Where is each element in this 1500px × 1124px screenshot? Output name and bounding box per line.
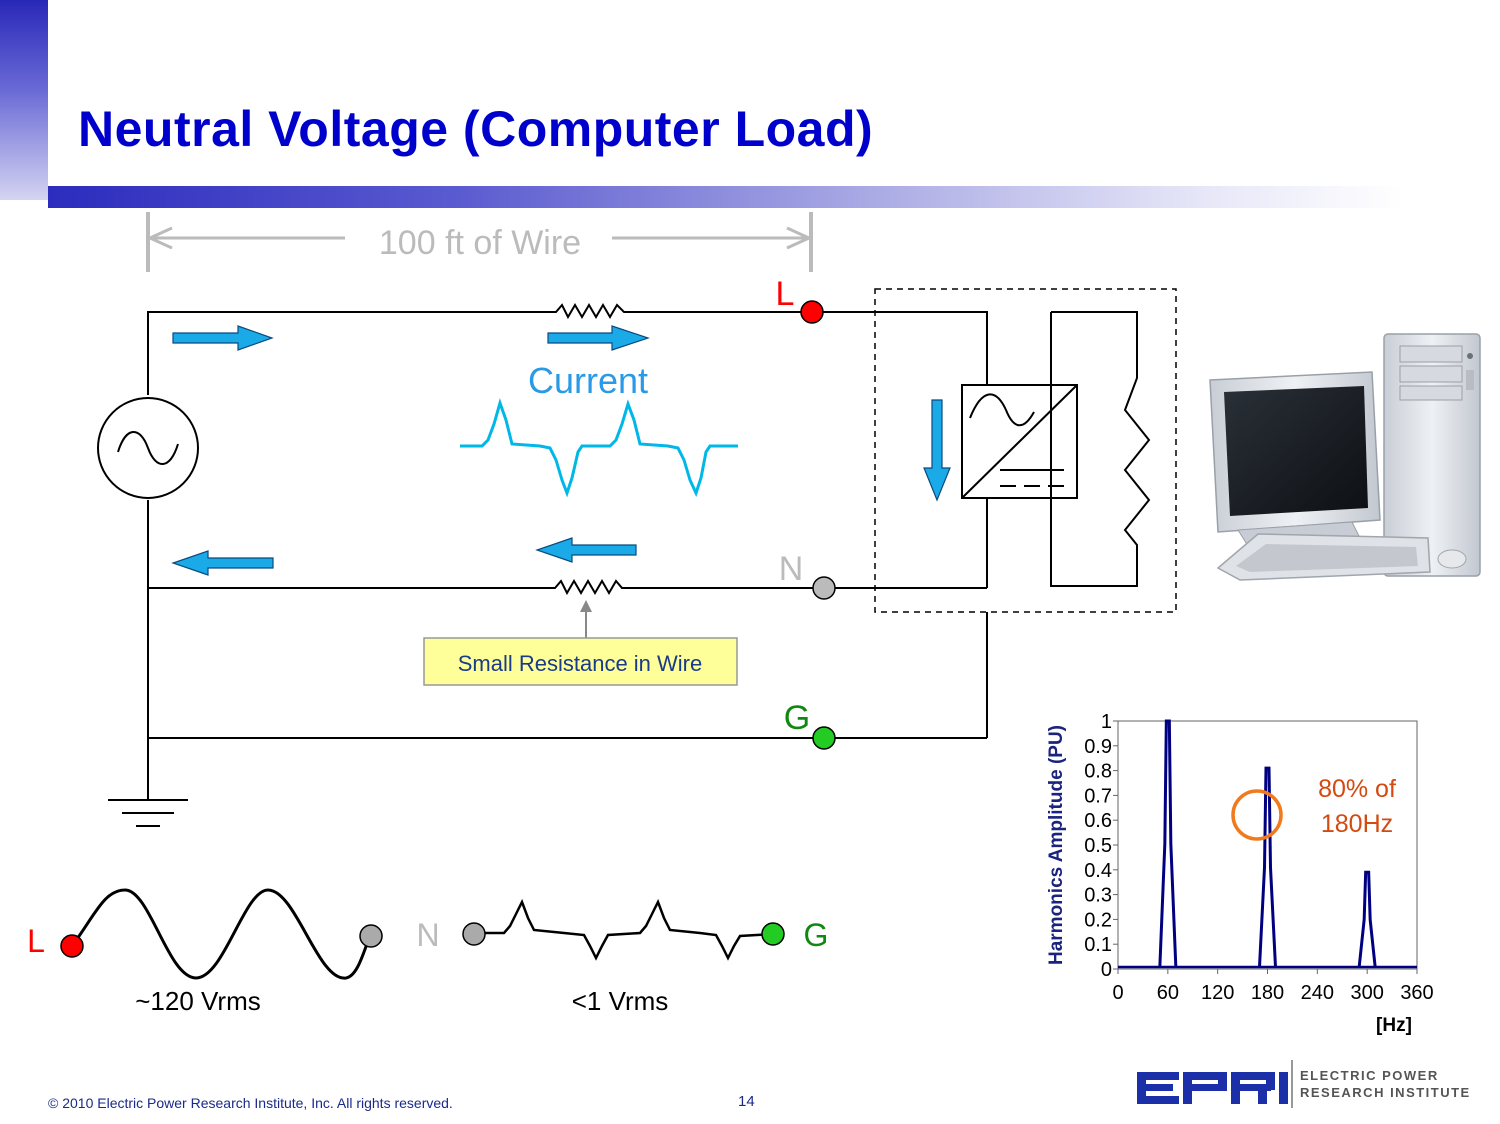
ac-source-icon xyxy=(97,397,199,499)
waveform-node-l-label: L xyxy=(27,923,45,959)
circuit-wires xyxy=(147,311,988,800)
epri-full-name: ELECTRIC POWER RESEARCH INSTITUTE xyxy=(1300,1068,1471,1100)
line-voltage-waveform: L ~120 Vrms xyxy=(27,888,383,1016)
arrow-right-icon xyxy=(172,325,274,351)
slide-title: Neutral Voltage (Computer Load) xyxy=(78,101,874,157)
chart-y-tick-label: 0.7 xyxy=(1084,785,1112,807)
slide-accent-bar xyxy=(0,0,48,200)
svg-text:180Hz: 180Hz xyxy=(1321,810,1393,838)
chart-y-tick-label: 0 xyxy=(1101,959,1112,981)
chart-harmonic-peak xyxy=(1158,719,1178,968)
ground-icon xyxy=(108,799,188,827)
chart-harmonic-peak xyxy=(1357,870,1377,968)
chart-x-tick-label: 360 xyxy=(1400,982,1433,1004)
title-underline xyxy=(48,186,1403,208)
svg-text:L: L xyxy=(776,275,795,313)
wire-length-label: 100 ft of Wire xyxy=(379,224,581,262)
neutral-voltage-waveform: N G <1 Vrms xyxy=(416,898,829,1016)
resistance-callout-text: Small Resistance in Wire xyxy=(458,651,703,676)
chart-x-tick-label: 0 xyxy=(1112,982,1123,1004)
chart-x-tick-label: 300 xyxy=(1350,982,1383,1004)
chart-y-tick-label: 0.4 xyxy=(1084,860,1112,882)
neutral-voltage-label: <1 Vrms xyxy=(572,986,669,1016)
chart-x-tick-label: 120 xyxy=(1201,982,1234,1004)
current-label: Current xyxy=(528,360,648,401)
resistor-icon xyxy=(545,303,640,320)
svg-text:N: N xyxy=(779,550,804,588)
node-n: N xyxy=(779,550,836,600)
chart-y-tick-label: 0.3 xyxy=(1084,885,1112,907)
arrow-down-icon xyxy=(923,399,951,502)
chart-y-tick-label: 0.5 xyxy=(1084,835,1112,857)
current-waveform xyxy=(460,398,738,498)
line-voltage-label: ~120 Vrms xyxy=(135,986,260,1016)
node-g: G xyxy=(784,699,836,750)
page-number: 14 xyxy=(738,1093,755,1110)
chart-y-tick-label: 1 xyxy=(1101,711,1112,733)
chart-y-tick-label: 0.9 xyxy=(1084,736,1112,758)
svg-text:80% of: 80% of xyxy=(1318,775,1396,803)
svg-text:G: G xyxy=(784,699,810,737)
rectifier-icon xyxy=(961,384,1078,499)
current-arrows xyxy=(171,325,951,576)
load-resistor-icon xyxy=(1050,311,1151,587)
harmonics-chart: 0 0.1 0.20.3 0.4 0.5 0.6 0.70.8 0.9 1 0 60 120 180 2… xyxy=(1046,711,1434,1036)
waveform-node-g-label: G xyxy=(804,917,829,953)
footer-copyright: © 2010 Electric Power Research Institute… xyxy=(48,1095,453,1111)
chart-y-tick-label: 0.2 xyxy=(1084,909,1112,931)
load-enclosure xyxy=(874,288,1177,613)
resistance-callout: Small Resistance in Wire xyxy=(423,600,738,686)
computer-icon xyxy=(1209,333,1481,581)
chart-harmonic-peak xyxy=(1258,766,1277,968)
chart-y-tick-label: 0.6 xyxy=(1084,810,1112,832)
wire-length-dimension: 100 ft of Wire xyxy=(146,212,813,272)
arrow-right-icon xyxy=(547,325,650,351)
waveform-node-n-label: N xyxy=(416,917,439,953)
chart-x-tick-label: 180 xyxy=(1251,982,1284,1004)
chart-y-tick-label: 0.8 xyxy=(1084,761,1112,783)
arrow-left-icon xyxy=(535,537,637,563)
chart-x-axis-label: [Hz] xyxy=(1376,1015,1412,1036)
chart-y-axis-label: Harmonics Amplitude (PU) xyxy=(1046,725,1067,965)
chart-x-tick-label: 60 xyxy=(1157,982,1179,1004)
chart-y-tick-label: 0.1 xyxy=(1084,934,1112,956)
node-l: L xyxy=(776,275,824,324)
harmonic-annotation: 80% of 180Hz xyxy=(1231,775,1396,841)
chart-x-tick-label: 240 xyxy=(1301,982,1334,1004)
resistor-icon xyxy=(545,579,632,596)
epri-logo xyxy=(1137,1060,1293,1108)
arrow-left-icon xyxy=(171,550,274,576)
